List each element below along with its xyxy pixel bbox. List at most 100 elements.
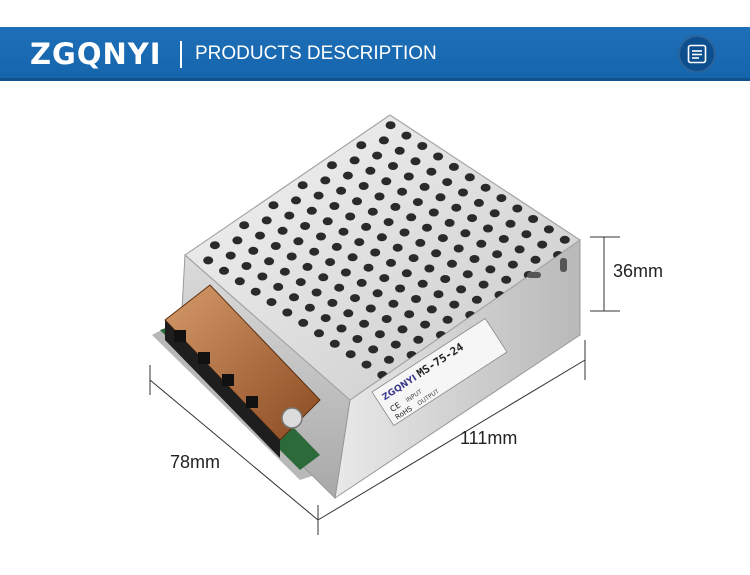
vent-hole <box>350 294 360 303</box>
vent-hole <box>384 355 394 364</box>
vent-hole <box>390 202 401 211</box>
list-menu-icon <box>687 44 707 64</box>
vent-hole <box>311 288 322 297</box>
vent-hole <box>374 330 385 339</box>
vent-hole <box>361 360 372 369</box>
vent-hole <box>417 279 428 288</box>
vent-hole <box>521 230 532 239</box>
vent-hole <box>444 218 455 227</box>
vent-hole <box>478 280 489 289</box>
vent-hole <box>530 255 541 264</box>
vent-hole <box>363 263 374 272</box>
vent-hole <box>419 182 430 191</box>
vent-hole <box>349 156 360 165</box>
vent-hole <box>413 335 424 344</box>
vent-hole <box>492 250 503 259</box>
power-supply-image: ZGQNYI MS-75-24 CE INPUT RoHS OUTPUT <box>149 114 620 535</box>
vent-hole <box>458 188 468 197</box>
vent-hole <box>385 121 396 130</box>
vent-hole <box>225 251 236 260</box>
vent-hole <box>442 315 453 324</box>
vent-hole <box>352 197 362 206</box>
vent-hole <box>250 287 261 296</box>
vent-hole <box>464 173 475 182</box>
vent-hole <box>356 278 367 287</box>
vent-hole <box>378 136 389 145</box>
vent-hole <box>401 131 412 140</box>
vent-hole <box>383 218 394 227</box>
dimension-lines <box>149 236 620 535</box>
header-banner: ZGQNYI PRODUCTS DESCRIPTION <box>0 27 750 81</box>
vent-hole <box>388 162 398 170</box>
vent-hole <box>501 275 512 284</box>
vent-hole <box>302 262 313 271</box>
vent-hole <box>489 209 500 218</box>
vent-hole <box>358 182 369 190</box>
vent-hole <box>327 298 338 307</box>
vent-hole <box>469 255 480 263</box>
vent-hole <box>447 259 457 268</box>
vent-hole <box>471 295 482 304</box>
vent-hole <box>507 260 518 269</box>
vent-hole <box>295 278 306 287</box>
vent-hole <box>426 167 437 176</box>
vent-hole <box>320 314 331 323</box>
vent-hole <box>368 345 379 354</box>
vent-hole <box>559 235 570 244</box>
menu-button[interactable] <box>678 35 716 73</box>
vent-hole <box>257 272 268 281</box>
vent-hole <box>485 265 496 274</box>
brand-logo[interactable]: ZGQNYI <box>30 37 162 71</box>
page-title: PRODUCTS DESCRIPTION <box>195 43 437 64</box>
vent-hole <box>399 228 410 237</box>
vent-hole <box>411 295 421 303</box>
terminal-block <box>164 284 321 458</box>
vent-hole <box>340 268 351 277</box>
vent-hole <box>408 254 419 263</box>
vent-hole <box>381 315 392 323</box>
vent-hole <box>329 202 340 210</box>
vent-hole <box>505 219 516 228</box>
vent-hole <box>284 211 295 220</box>
vent-hole <box>336 186 347 195</box>
vent-hole <box>381 177 392 186</box>
vent-hole <box>374 192 385 201</box>
vent-hole <box>334 283 345 292</box>
vent-hole <box>352 335 363 343</box>
vent-hole <box>390 340 401 349</box>
vent-hole <box>327 161 337 170</box>
vent-holes <box>203 121 570 379</box>
vent-hole <box>392 243 403 252</box>
vent-hole <box>395 284 406 293</box>
vent-hole <box>203 256 214 265</box>
vent-hole <box>453 244 464 253</box>
vent-hole <box>232 236 243 245</box>
length-dimension-label: 111mm <box>460 428 518 448</box>
vent-hole <box>394 146 405 155</box>
vent-hole <box>209 241 220 250</box>
vent-hole <box>433 290 444 299</box>
vent-hole <box>397 325 408 334</box>
vent-hole <box>289 293 299 302</box>
vent-hole <box>388 299 399 308</box>
vent-hole <box>451 203 462 212</box>
vent-hole <box>514 245 525 254</box>
vent-hole <box>431 249 442 258</box>
vent-hole <box>354 238 365 247</box>
vent-hole <box>345 350 356 359</box>
vent-hole <box>473 198 484 207</box>
vent-hole <box>345 212 356 221</box>
vent-hole <box>415 238 426 247</box>
vent-hole <box>316 232 326 241</box>
vent-hole <box>297 181 308 190</box>
vent-hole <box>372 151 383 160</box>
vent-hole <box>498 235 509 243</box>
width-dimension-label: 78mm <box>170 452 221 472</box>
vent-hole <box>467 214 478 223</box>
vent-hole <box>322 217 333 226</box>
vent-hole <box>329 339 340 348</box>
vent-hole <box>420 320 431 329</box>
vent-hole <box>483 224 493 233</box>
vent-hole <box>404 310 415 319</box>
vent-hole <box>313 191 324 200</box>
